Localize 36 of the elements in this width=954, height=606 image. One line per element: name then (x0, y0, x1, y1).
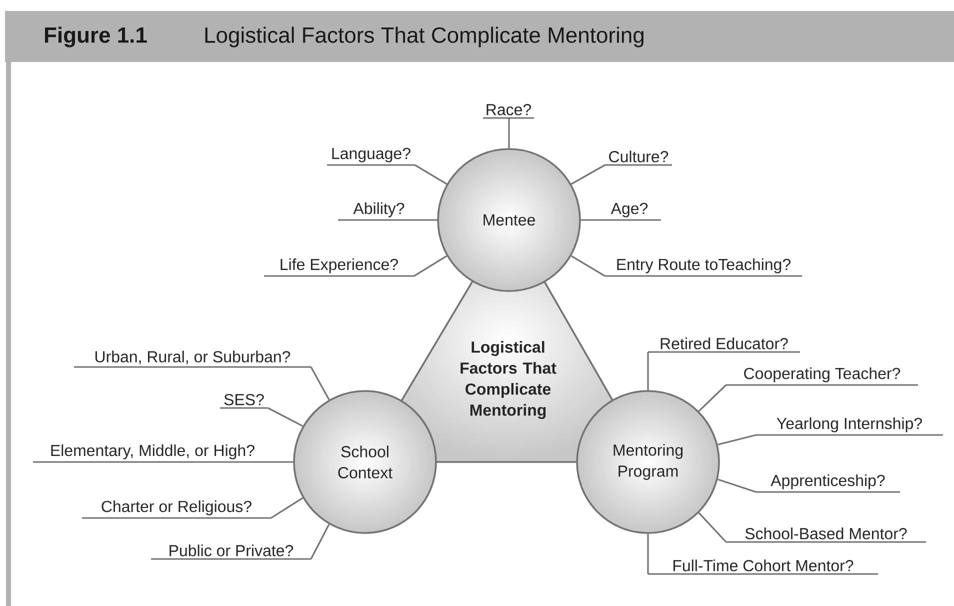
underlined-label: Retired Educator? (648, 338, 800, 353)
leader-line (272, 461, 294, 463)
figure-title: Logistical Factors That Complicate Mentoring (205, 26, 644, 48)
leader-line (718, 434, 756, 446)
underlined-label: Apprenticeship? (756, 474, 900, 493)
leader-line (698, 512, 727, 543)
leader-line (698, 384, 727, 412)
underlined-label: Ability? (338, 202, 420, 221)
leader-line (310, 524, 330, 560)
underlined-label: Urban, Rural, or Suburban? (74, 350, 311, 368)
underlined-label: Public or Private? (151, 544, 311, 560)
leader-line (420, 219, 438, 221)
leader-line (718, 478, 756, 493)
underlined-label: Elementary, Middle, or High? (33, 444, 272, 463)
leader-line (310, 366, 330, 400)
underlined-label: School-Based Mentor? (726, 528, 926, 543)
leader-line (570, 164, 606, 185)
leader-line (414, 164, 448, 185)
underlined-label: Cooperating Teacher? (726, 367, 918, 386)
underlined-label: Full-Time Cohort Mentor? (648, 560, 878, 575)
leader-line (508, 118, 510, 148)
underlined-label: Charter or Religious? (82, 500, 271, 519)
leader-line (570, 255, 606, 277)
leader-line (647, 534, 649, 574)
leader-line (647, 352, 649, 390)
underlined-label: Race? (483, 104, 534, 119)
leader-line (268, 407, 304, 427)
leader-line (270, 497, 304, 519)
leader-line (414, 255, 448, 277)
underlined-label: SES? (220, 394, 268, 409)
underlined-label: Language? (327, 148, 415, 166)
leader-line (580, 219, 598, 221)
figure-number: Figure 1.1 (45, 26, 147, 48)
underlined-label: Culture? (605, 150, 672, 166)
underlined-label: Age? (598, 202, 661, 221)
underlined-label: Yearlong Internship? (756, 417, 943, 436)
